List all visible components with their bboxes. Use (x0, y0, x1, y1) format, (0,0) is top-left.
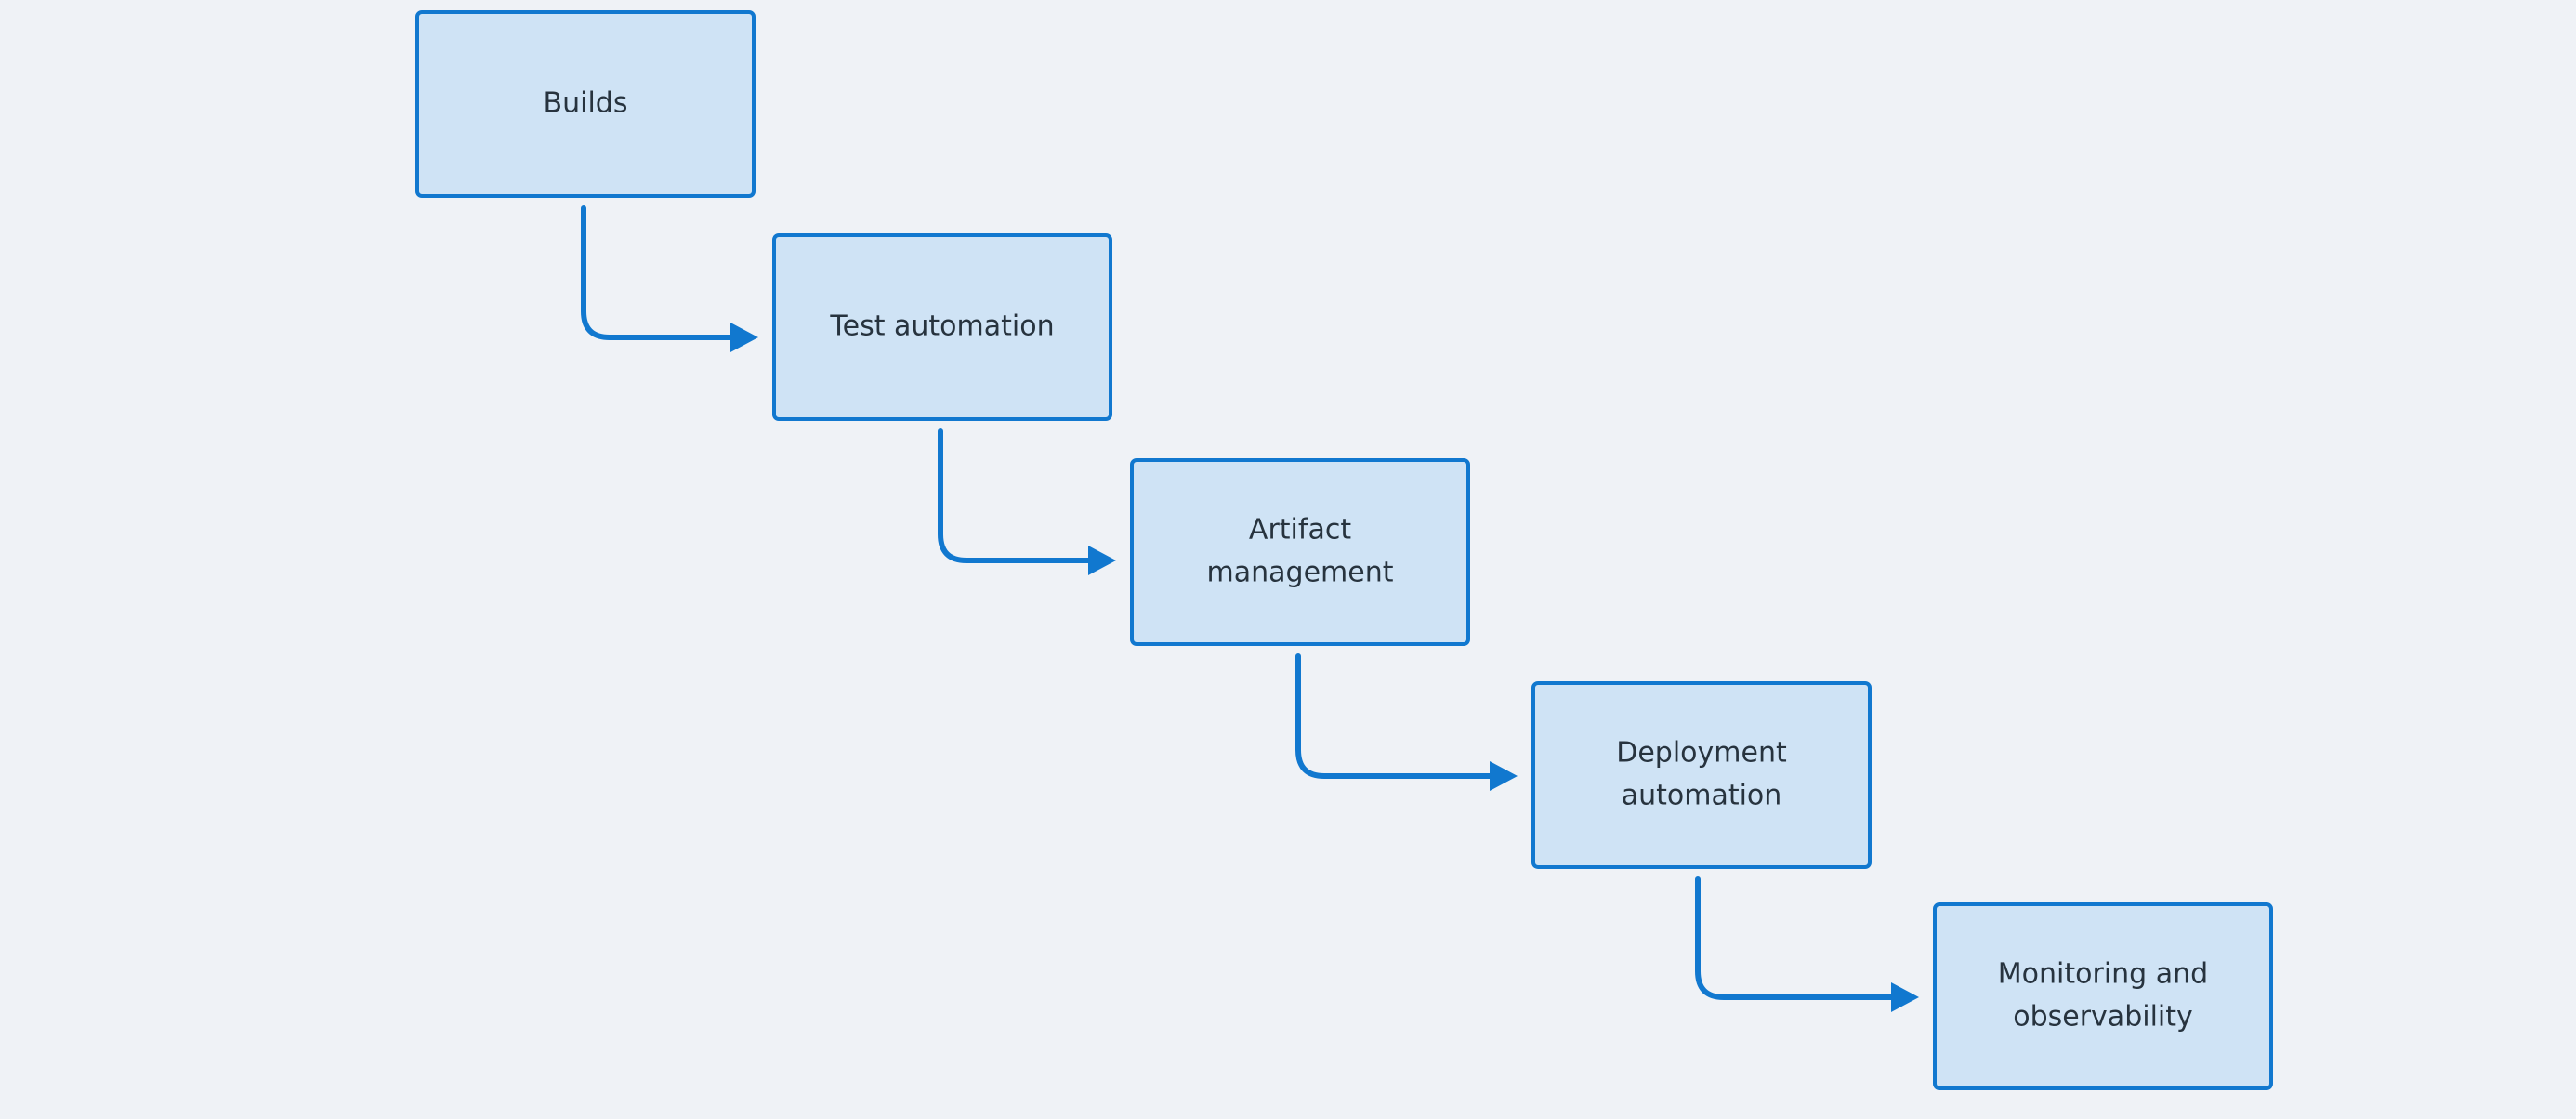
connector-path (581, 205, 742, 340)
arrowhead-icon (730, 323, 758, 352)
node-label: observability (2013, 1001, 2193, 1033)
node-shape[interactable] (1531, 681, 1872, 869)
arrowhead-icon (1088, 546, 1116, 575)
node-deployment-automation[interactable]: Deployment automation (1531, 681, 1872, 869)
connector-path (1295, 653, 1501, 779)
arrowhead-icon (1891, 982, 1919, 1012)
node-label: Monitoring and (1998, 958, 2208, 991)
node-shape[interactable] (772, 233, 1112, 421)
node-shape[interactable] (1130, 458, 1470, 646)
connector-path (938, 428, 1099, 563)
node-label: Test automation (829, 310, 1054, 343)
node-label: management (1207, 557, 1394, 589)
node-label: Artifact (1249, 514, 1351, 546)
connector-layer (581, 205, 1919, 1012)
connector-artifact-management-to-deployment-automation (1295, 653, 1518, 791)
node-builds[interactable]: Builds (415, 10, 756, 198)
node-label: automation (1622, 780, 1782, 812)
arrowhead-icon (1490, 761, 1518, 791)
connector-deployment-automation-to-monitoring-observability (1695, 876, 1919, 1012)
node-monitoring-observability[interactable]: Monitoring and observability (1933, 902, 2273, 1090)
connector-builds-to-test-automation (581, 205, 758, 352)
node-shape[interactable] (415, 10, 756, 198)
node-shape[interactable] (1933, 902, 2273, 1090)
node-artifact-management[interactable]: Artifact management (1130, 458, 1470, 646)
node-label: Builds (544, 87, 628, 120)
connector-path (1695, 876, 1902, 1000)
node-label: Deployment (1616, 737, 1787, 770)
connector-test-automation-to-artifact-management (938, 428, 1116, 575)
node-test-automation[interactable]: Test automation (772, 233, 1112, 421)
